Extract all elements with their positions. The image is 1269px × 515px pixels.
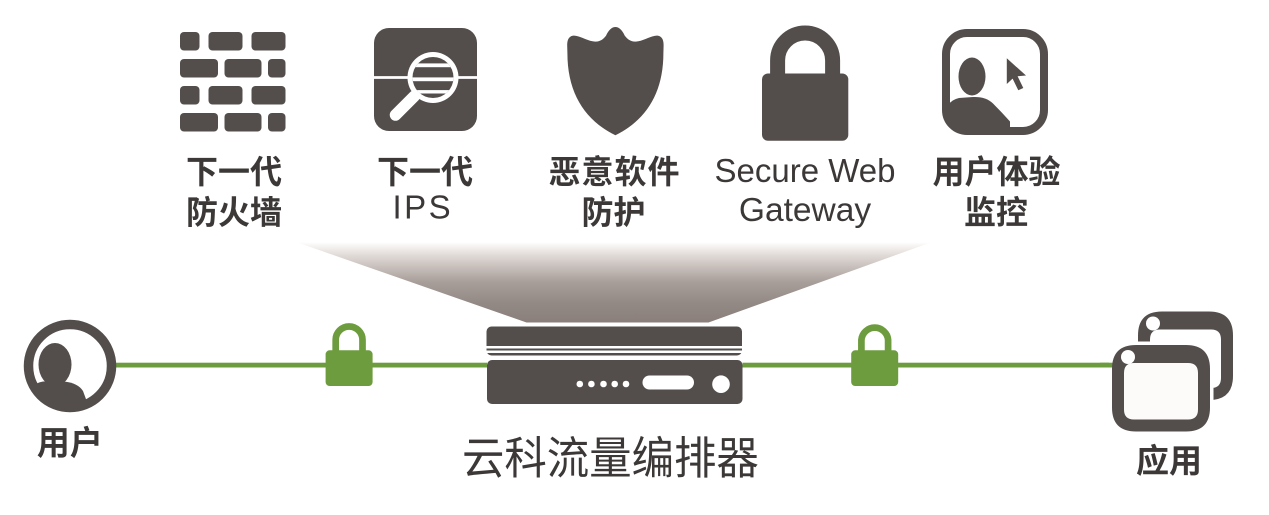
svg-text:Gateway: Gateway	[739, 192, 871, 229]
svg-text:IPS: IPS	[393, 189, 454, 226]
svg-text:Secure Web: Secure Web	[715, 152, 896, 189]
